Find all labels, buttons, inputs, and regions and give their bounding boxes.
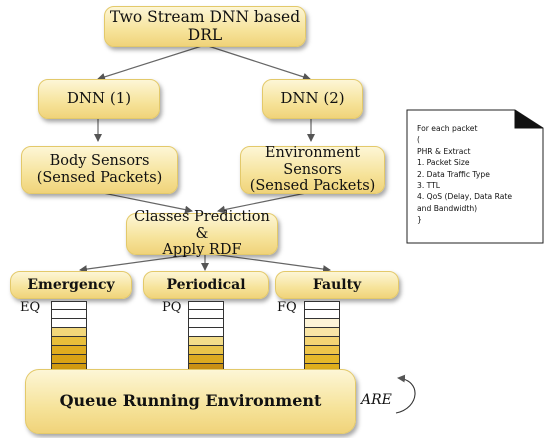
classes-line-2: Apply RDF — [162, 242, 242, 259]
periodical-label: Periodical — [166, 276, 246, 293]
queue-slot — [188, 301, 224, 310]
periodical-node: Periodical — [143, 271, 269, 299]
body-sensors-node: Body Sensors (Sensed Packets) — [21, 146, 178, 194]
fq-label: FQ — [277, 300, 297, 315]
queue-slot — [188, 319, 224, 328]
queue-slot — [51, 346, 87, 355]
drl-line-1: Two Stream DNN based — [109, 7, 301, 26]
queue-slot — [51, 355, 87, 364]
env-sensors-line-1: Environment Sensors — [264, 145, 361, 178]
are-label: ARE — [361, 392, 392, 408]
pq-label: PQ — [162, 300, 182, 315]
arrow-drl-dnn2 — [204, 44, 311, 81]
classes-prediction-node: Classes Prediction & Apply RDF — [126, 209, 278, 258]
queue-slot — [304, 310, 340, 319]
env-sensors-node: Environment Sensors (Sensed Packets) — [240, 145, 385, 195]
queue-slot — [51, 301, 87, 310]
faulty-label: Faulty — [312, 276, 362, 293]
packet-note: For each packet (PHR & Extract 1. Packet S… — [407, 110, 543, 243]
queue-env-label: Queue Running Environment — [59, 391, 322, 411]
arrow-classes-emergency — [79, 252, 206, 274]
body-sensors-line-1: Body Sensors — [49, 153, 150, 170]
queue-slot — [188, 346, 224, 355]
packet-note-line: PHR & Extract — [417, 146, 471, 156]
classes-line-1: Classes Prediction & — [134, 209, 270, 242]
faulty-node: Faulty — [275, 271, 399, 299]
queue-slot — [304, 337, 340, 346]
queue-slot — [188, 355, 224, 364]
queue-slot — [304, 346, 340, 355]
queue-slot — [51, 310, 87, 319]
queue-slot — [188, 310, 224, 319]
packet-note-line: 2. Data Traffic Type — [417, 169, 490, 179]
arrow-drl-dnn1 — [97, 44, 206, 81]
eq-label: EQ — [20, 300, 41, 315]
queue-slot — [51, 319, 87, 328]
arrow-body-classes — [97, 191, 193, 214]
packet-note-line: 4. QoS (Delay, Data Rate — [417, 192, 513, 202]
queue-slot — [304, 301, 340, 310]
packet-note-line: } — [417, 215, 422, 225]
dnn1-label: DNN (1) — [66, 89, 132, 108]
queue-running-environment-node: Queue Running Environment — [25, 369, 356, 434]
packet-note-line: ( — [417, 135, 420, 145]
are-loop-arrow — [395, 374, 416, 414]
packet-note-line: and Bandwidth) — [417, 203, 478, 213]
drl-node: Two Stream DNN based DRL — [104, 6, 306, 47]
packet-note-line: 3. TTL — [417, 181, 441, 191]
queue-slot — [304, 328, 340, 337]
queue-slot — [51, 328, 87, 337]
drl-line-2: DRL — [187, 25, 223, 44]
env-sensors-line-2: (Sensed Packets) — [249, 178, 376, 195]
queue-slot — [188, 328, 224, 337]
dnn2-node: DNN (2) — [262, 79, 363, 119]
arrow-classes-faulty — [204, 252, 331, 274]
emergency-label: Emergency — [27, 276, 115, 293]
body-sensors-line-2: (Sensed Packets) — [36, 170, 163, 186]
arrow-env-classes — [217, 191, 312, 214]
queue-slot — [188, 337, 224, 346]
packet-note-fold — [514, 110, 543, 129]
packet-note-line: For each packet — [417, 124, 478, 133]
emergency-node: Emergency — [10, 271, 132, 299]
packet-note-page — [406, 109, 544, 244]
queue-slot — [304, 319, 340, 328]
dnn1-node: DNN (1) — [38, 79, 160, 119]
packet-note-line: 1. Packet Size — [417, 158, 470, 168]
queue-slot — [51, 337, 87, 346]
packet-note-text: For each packet (PHR & Extract 1. Packet S… — [417, 123, 512, 226]
dnn2-label: DNN (2) — [280, 89, 345, 108]
queue-slot — [304, 355, 340, 364]
